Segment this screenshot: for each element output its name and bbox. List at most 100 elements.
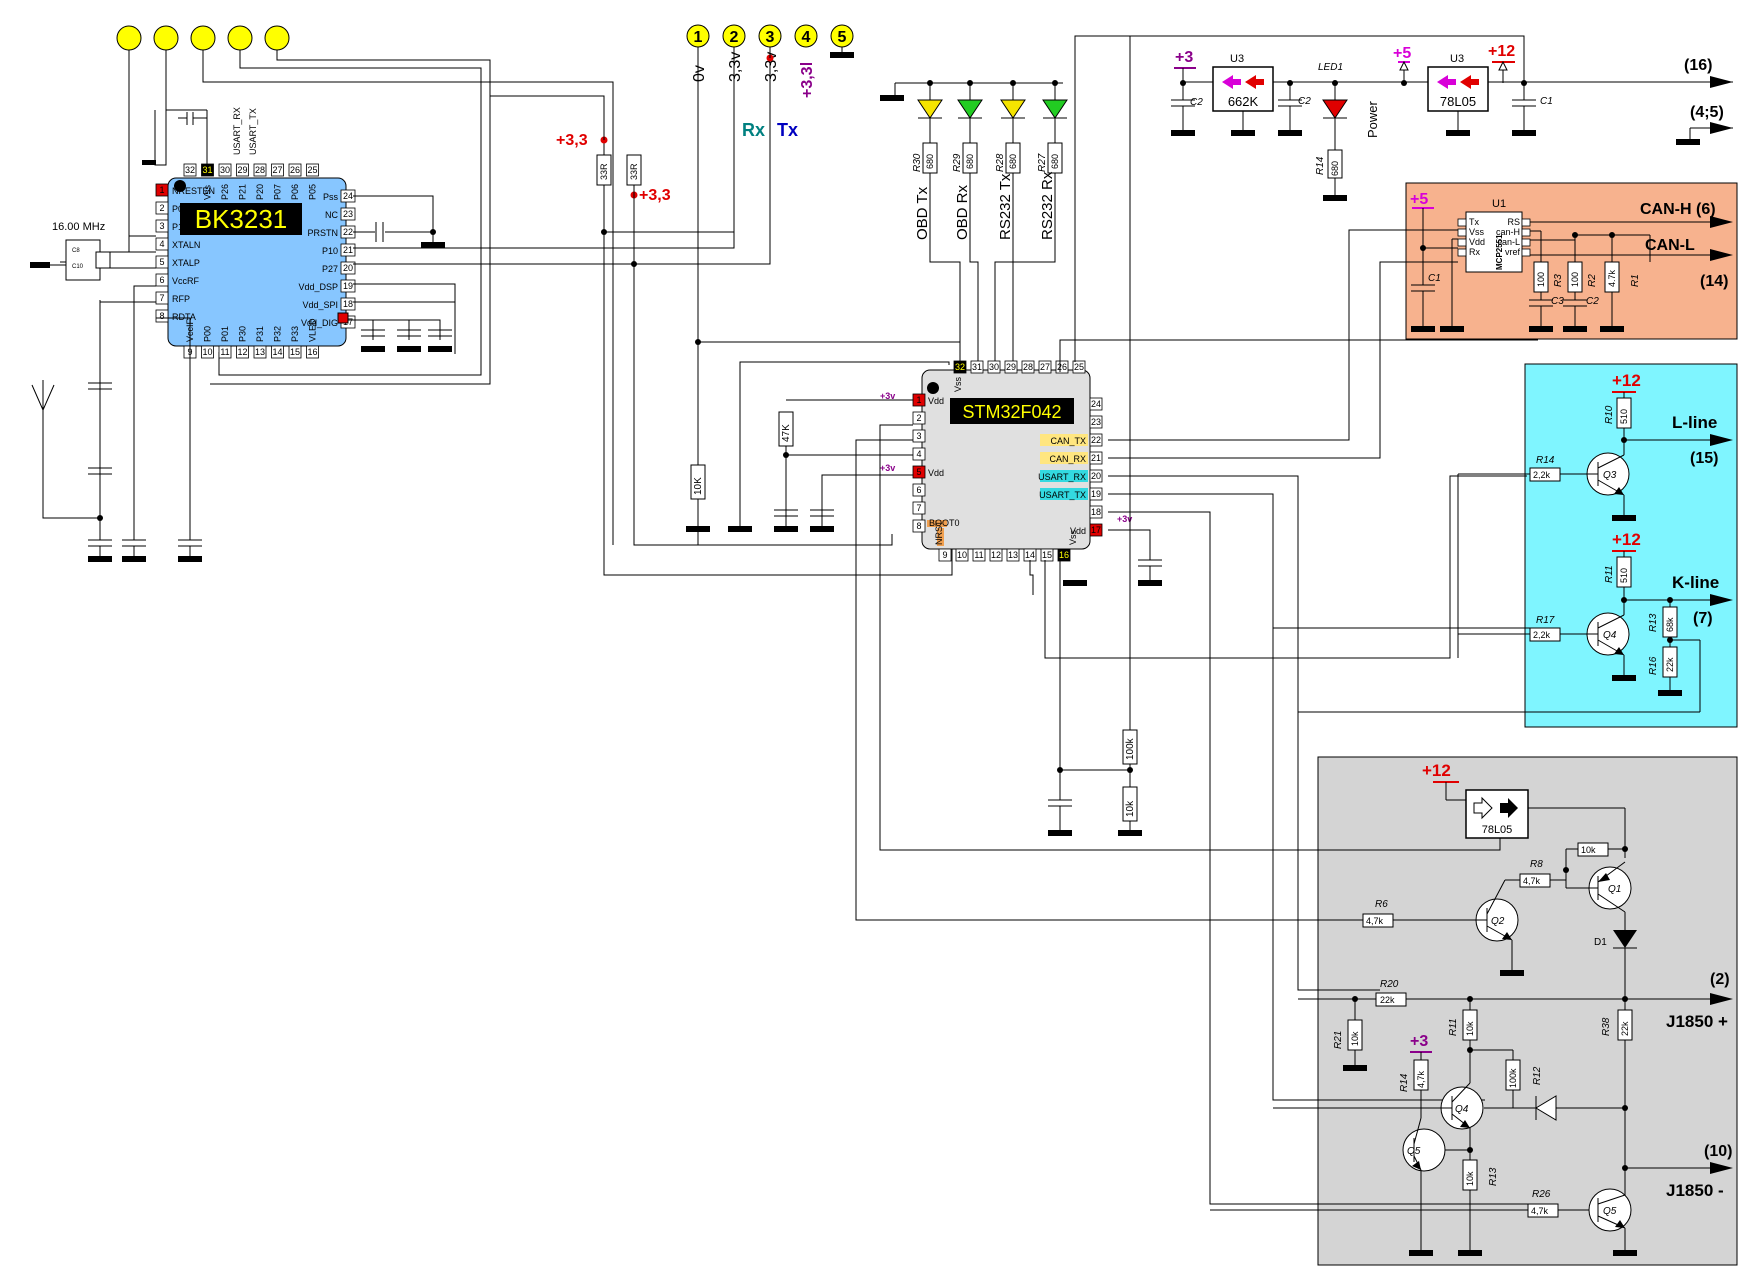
pad-conn-label: +3,3 (799, 66, 816, 98)
stm-pin-num: 23 (1091, 417, 1101, 427)
r10k-a: 10K (693, 477, 704, 495)
can-pin-r (1521, 228, 1531, 237)
stm-pin-num: 2 (916, 413, 921, 423)
stm-right-caps (1063, 559, 1162, 586)
bk-pin-num: 5 (159, 257, 164, 267)
stm-pin-label: Vdd (928, 396, 944, 406)
pad-conn-num: 4 (802, 29, 811, 46)
r14-pwr-val: 680 (1330, 161, 1340, 176)
j-r13: R13 (1488, 1167, 1499, 1186)
r14-pwr: R14 (1315, 156, 1326, 175)
tx-label: Tx (777, 120, 798, 140)
stm-pin-23 (1089, 415, 1103, 429)
kl-r10v: 510 (1619, 409, 1629, 424)
kl-q3: Q3 (1603, 470, 1617, 481)
stm-pin-tag (1040, 470, 1088, 482)
led-trace (1012, 173, 1056, 365)
plus5-pwr: +5 (1393, 45, 1411, 62)
stm-pin-num: 22 (1091, 435, 1101, 445)
plus3-pwr: +3 (1175, 49, 1193, 66)
j-d1: D1 (1594, 937, 1607, 948)
stm-pin-label: CAN_TX (1050, 436, 1086, 446)
j-r8v: 4,7k (1523, 876, 1541, 886)
bk-pin-label: P07 (273, 184, 283, 200)
can-panel (1405, 182, 1738, 340)
bk-pin-5 (155, 255, 169, 269)
can-r2v: 100 (1570, 272, 1580, 287)
bk-pin-10 (201, 345, 214, 359)
bk-pin-31 (201, 163, 214, 177)
r10k-div: 10k (1125, 800, 1136, 817)
can-c3: C3 (1551, 296, 1564, 307)
kl-out7: (7) (1693, 610, 1713, 627)
bk-pin-30 (218, 163, 232, 177)
can-pin-label: Vss (1469, 227, 1485, 237)
stm-pin-2 (912, 411, 926, 425)
stm-pin-19 (1089, 487, 1103, 501)
caps-bk-bottom (88, 382, 202, 562)
led-trace (994, 173, 1014, 365)
j-reg: 78L05 (1482, 824, 1513, 836)
can-out14: (14) (1700, 273, 1728, 290)
canl-label: CAN-L (1645, 237, 1695, 254)
stm-pin-num: 20 (1091, 471, 1101, 481)
stm32-chip: STM32F042 (921, 369, 1091, 550)
pad-conn-label: 0v (691, 65, 708, 82)
led-res-val: 680 (925, 154, 935, 169)
bk-pin-label: Vdd_SPI (302, 300, 338, 310)
r33a: 33R (599, 163, 609, 180)
bk-pin-num: 12 (237, 347, 247, 357)
bk-pin-num: 19 (343, 281, 353, 291)
out-45: (4;5) (1690, 104, 1724, 121)
stm-pin-25 (1072, 360, 1086, 374)
j-q1: Q1 (1608, 884, 1621, 895)
stm-pin-label: Vdd (928, 468, 944, 478)
bk-pin-label: VccRF (172, 276, 200, 286)
r10k-pad1: 10K (686, 339, 961, 532)
boot-tag (927, 520, 947, 527)
stm-pin-num: 8 (916, 521, 921, 531)
led1-label: LED1 (1318, 62, 1343, 73)
pad-conn-num: 5 (838, 29, 847, 46)
led-res-name: R27 (1037, 153, 1048, 172)
stm-pin-num: 25 (1074, 362, 1084, 372)
bk-pin-20 (340, 261, 356, 275)
pad-conn-label: 3,3v (727, 52, 744, 82)
stm-pin-4 (912, 447, 926, 461)
led-2 (1000, 99, 1026, 119)
stm-pin-num: 28 (1023, 362, 1033, 372)
bk-pin-num: 23 (343, 209, 353, 219)
j-r13v: 10k (1465, 1171, 1475, 1186)
bk-pin-num: 29 (237, 165, 247, 175)
stm-pin-num: 4 (916, 449, 921, 459)
stm-vss-top: Vss (953, 376, 963, 392)
stm-pin-num: 7 (916, 503, 921, 513)
stm-pin-13 (1006, 548, 1020, 562)
bk-pin-label: P32 (273, 326, 283, 342)
j-q5a: Q5 (1407, 1146, 1421, 1157)
can-c2: C2 (1586, 296, 1599, 307)
kl-r17: R17 (1536, 615, 1555, 626)
stm-pin-6 (912, 483, 926, 497)
bk-pin-13 (253, 345, 267, 359)
bk-pin-num: 7 (159, 293, 164, 303)
stm-pin-31 (970, 360, 984, 374)
bk-pin-num: 31 (202, 165, 212, 175)
led-function-label: OBD Rx (954, 184, 971, 240)
j-r20v: 22k (1380, 995, 1395, 1005)
j-out10: (10) (1704, 1143, 1732, 1160)
r100k-div: 100k (1125, 737, 1136, 760)
can-plus5: +5 (1410, 191, 1428, 208)
kl-r16: R16 (1648, 656, 1659, 675)
stm-pin-17 (1089, 523, 1103, 537)
stm-pin-num: 29 (1006, 362, 1016, 372)
bk-pin-3 (155, 219, 169, 233)
bk-pin-num: 15 (290, 347, 300, 357)
bk-pin-2 (155, 201, 169, 215)
stm-pin-num: 1 (916, 395, 921, 405)
j-r14v: 4,7k (1416, 1070, 1426, 1088)
stm-pin-7 (912, 501, 926, 515)
bk-pin-num: 10 (202, 347, 212, 357)
